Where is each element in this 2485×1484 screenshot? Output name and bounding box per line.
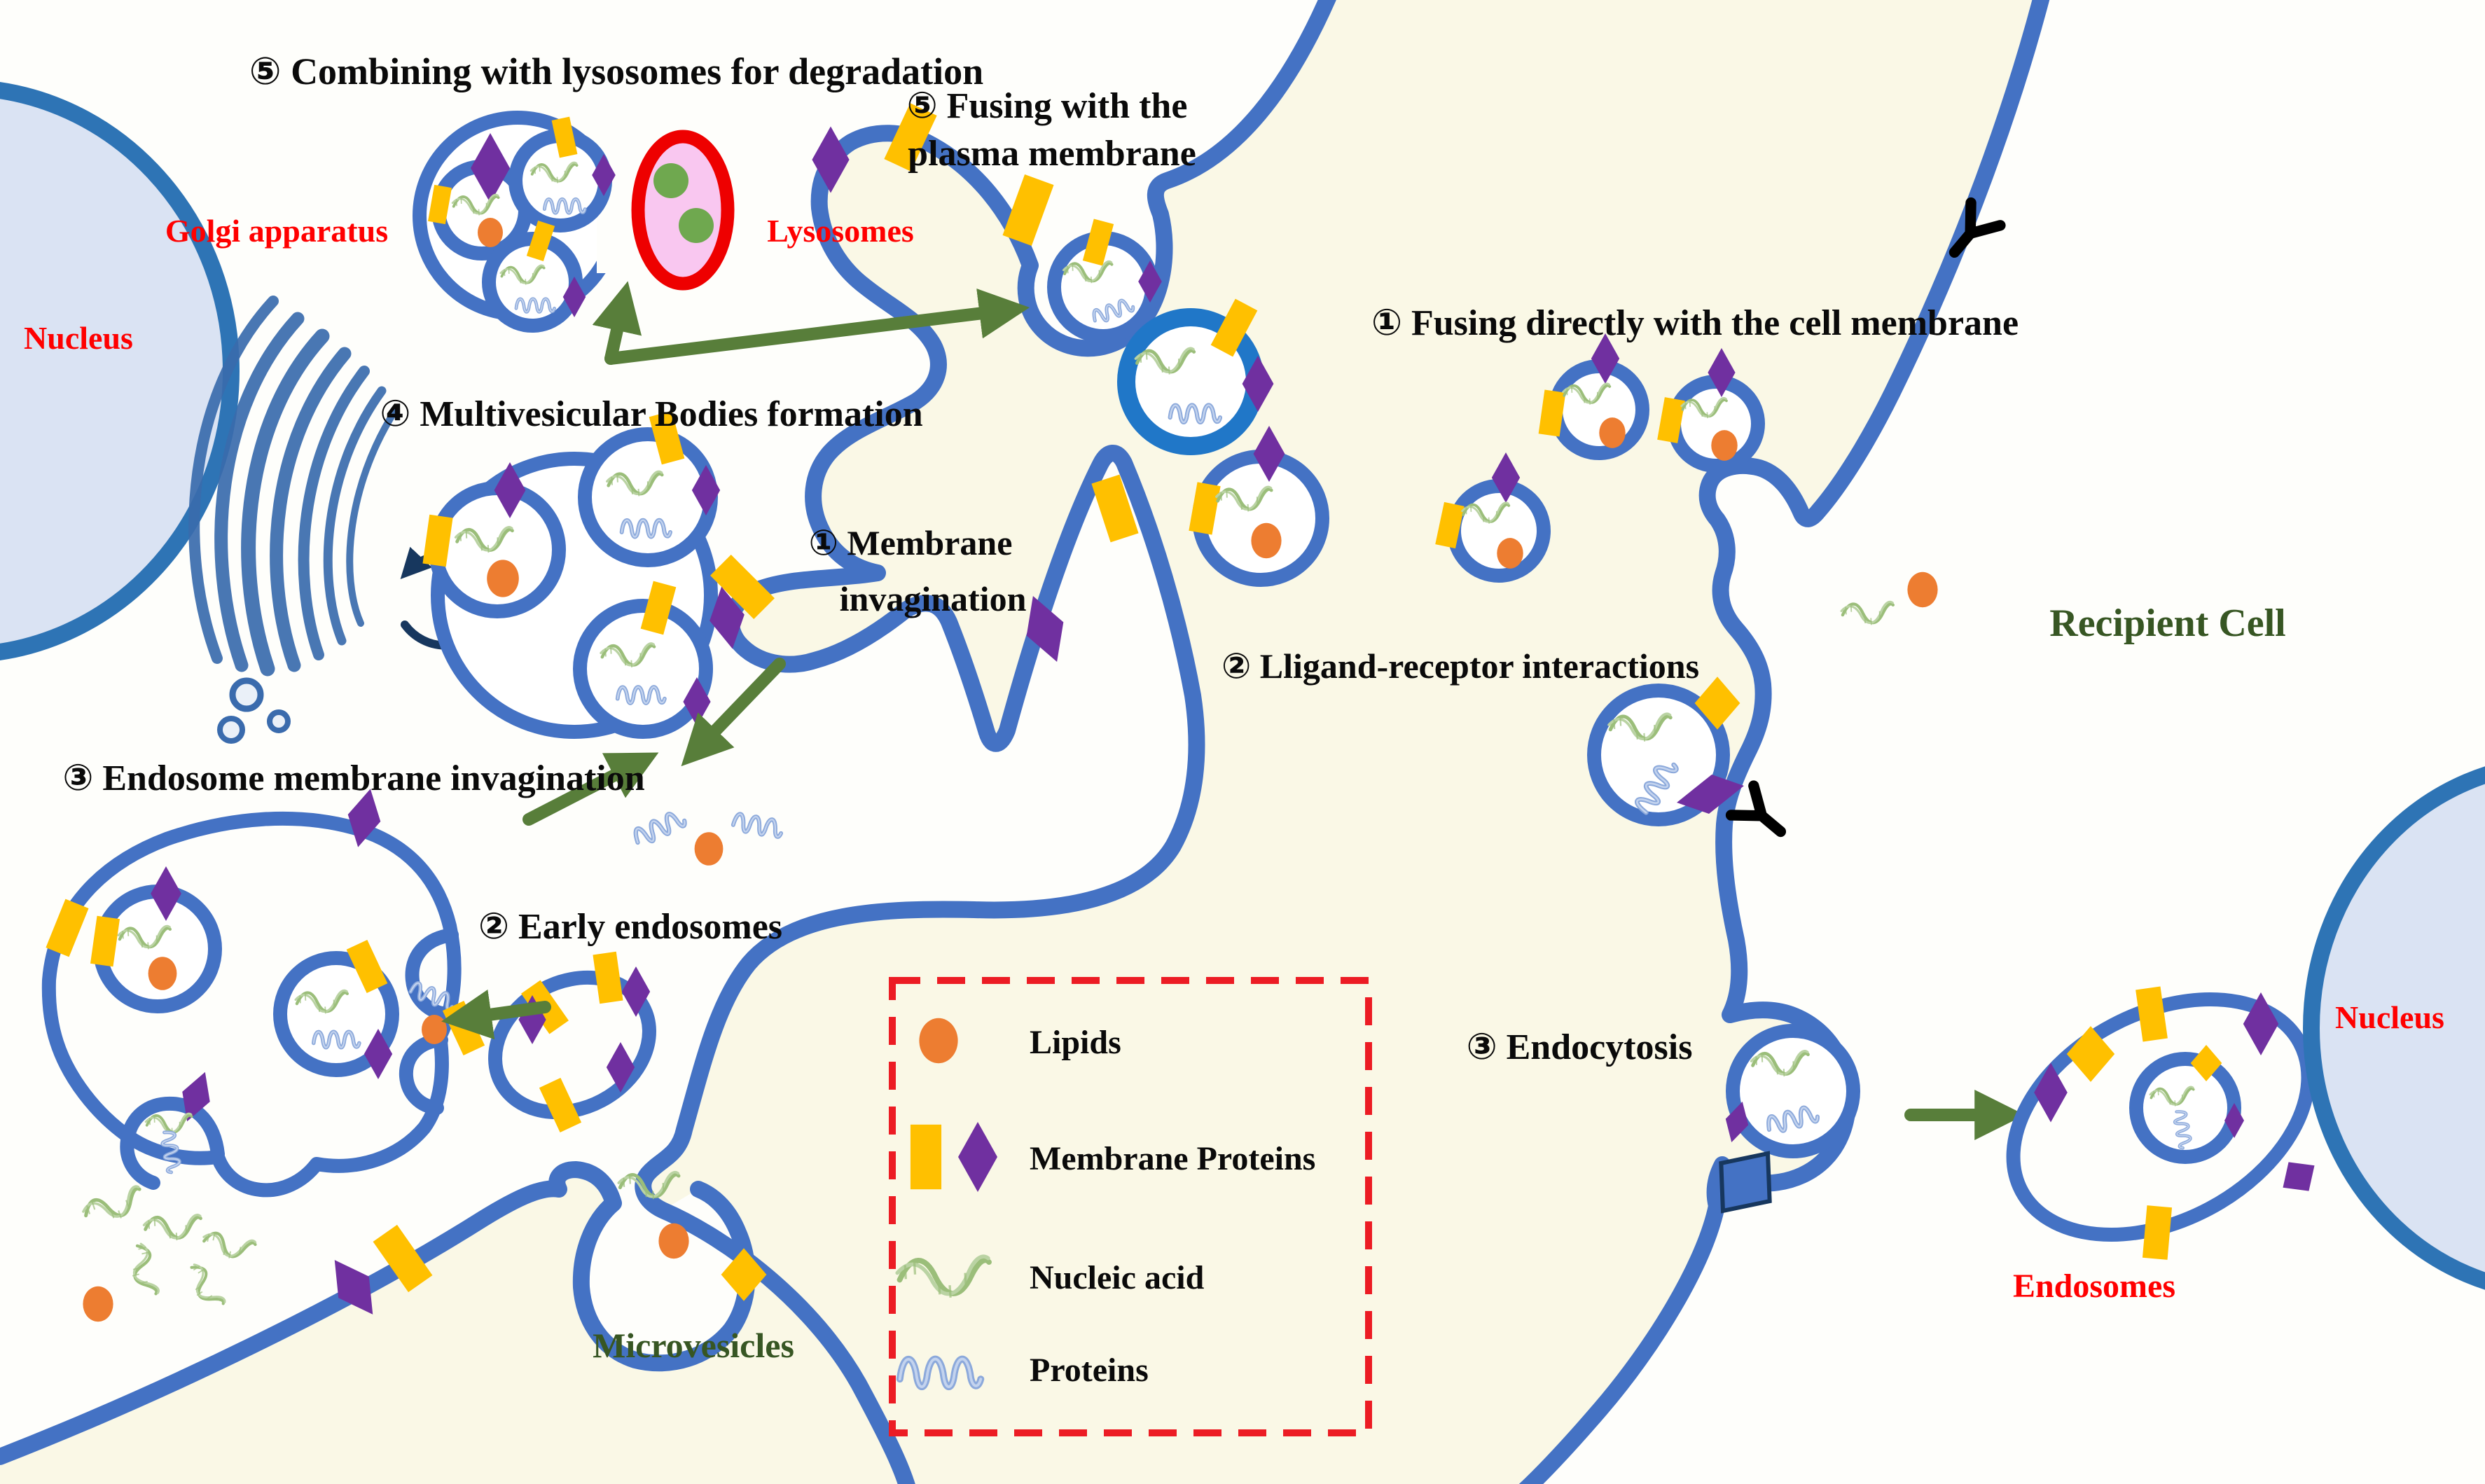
multivesicular-body-main xyxy=(422,410,721,739)
label-microvesicles: Microvesicles xyxy=(593,1326,794,1365)
lipid-icon xyxy=(1907,571,1938,608)
recipient-endosome xyxy=(2006,986,2325,1260)
intraluminal-vesicle xyxy=(2129,1044,2244,1164)
label-early-endosomes: ② Early endosomes xyxy=(478,907,782,947)
endosome-with-membrane-invagination xyxy=(41,785,485,1198)
label-membrane-invagination-line1: ① Membrane xyxy=(809,523,1013,562)
lipid-icon xyxy=(1711,430,1738,461)
exosome-released xyxy=(1189,426,1329,587)
legend-label: Nucleic acid xyxy=(1030,1259,1205,1296)
label-fusing-pm-line2: plasma membrane xyxy=(908,134,1196,174)
golgi-vesicle xyxy=(229,677,264,712)
label-combining-lysosomes: ⑤ Combining with lysosomes for degradati… xyxy=(249,50,983,92)
endosome-invagination-hook xyxy=(405,928,459,1022)
legend-box xyxy=(889,977,1372,1436)
label-endosome-invagination: ③ Endosome membrane invagination xyxy=(62,758,644,798)
donor-cell-membrane-microvesicle-bud xyxy=(0,1161,756,1465)
lipid-icon xyxy=(83,1286,113,1322)
lipid-icon xyxy=(1599,417,1626,448)
label-golgi: Golgi apparatus xyxy=(165,213,388,249)
label-fusing-directly: ① Fusing directly with the cell membrane xyxy=(1371,303,2019,343)
legend-label: Lipids xyxy=(1030,1024,1121,1061)
lipid-icon xyxy=(478,218,503,247)
lipid-icon xyxy=(658,1223,689,1259)
intraluminal-vesicle xyxy=(578,410,721,567)
label-nucleus-right: Nucleus xyxy=(2335,999,2444,1035)
intraluminal-vesicle xyxy=(573,581,713,739)
exosome-ligand-receptor xyxy=(1587,677,1792,846)
arrow-to-plasma-membrane xyxy=(604,288,1030,365)
lysosome-enzyme-dot xyxy=(679,208,714,243)
exosome-fusing-with-plasma-membrane xyxy=(1047,219,1162,343)
intraluminal-vesicle xyxy=(422,462,566,618)
arrow-invagination-to-early-endosome xyxy=(681,658,786,767)
intraluminal-vesicle xyxy=(273,939,399,1079)
membrane-protein-yellow-icon xyxy=(2142,1205,2173,1260)
exosome-released xyxy=(1117,298,1274,455)
intraluminal-vesicle xyxy=(508,116,616,233)
golgi-vesicle xyxy=(267,709,291,733)
label-lysosomes: Lysosomes xyxy=(767,213,914,249)
arrow-early-endosome-to-endosome xyxy=(441,989,551,1040)
golgi-vesicle xyxy=(217,716,245,744)
endosome-invagination-pocket xyxy=(120,1096,225,1190)
legend-membrane-protein-yellow-icon xyxy=(910,1124,942,1190)
legend-label: Membrane Proteins xyxy=(1030,1140,1315,1177)
label-endocytosis: ③ Endocytosis xyxy=(1467,1027,1693,1067)
exosome-fusing-directly xyxy=(1657,348,1765,473)
label-membrane-invagination-line2: invagination xyxy=(840,579,1027,618)
lipid-icon xyxy=(422,1015,447,1044)
lipid-icon xyxy=(1251,522,1282,559)
label-fusing-pm-line1: ⑤ Fusing with the xyxy=(907,86,1188,126)
label-ligand-receptor: ② Lligand-receptor interactions xyxy=(1221,646,1699,686)
legend-label: Proteins xyxy=(1030,1352,1149,1389)
exosome-approaching xyxy=(1435,452,1551,583)
lipid-icon xyxy=(487,560,519,597)
lipid-icon xyxy=(694,832,724,866)
legend: Lipids Membrane Proteins Nucleic acid Pr… xyxy=(889,977,1372,1436)
intraluminal-vesicle xyxy=(482,220,586,333)
label-recipient-cell: Recipient Cell xyxy=(2049,602,2285,645)
arrow-to-mvb xyxy=(522,752,659,826)
lipid-icon xyxy=(148,957,177,990)
endosome-invagination-hook xyxy=(399,1033,448,1115)
lipid-icon xyxy=(1497,538,1523,569)
pathway-arrows xyxy=(441,281,2026,1140)
nucleus-right xyxy=(2303,766,2485,1290)
multivesicular-body-upper xyxy=(413,111,636,333)
label-mvb-formation: ④ Multivesicular Bodies formation xyxy=(380,394,922,434)
lysosome-enzyme-dot xyxy=(653,163,688,198)
clathrin-blue-diamond-icon xyxy=(1719,1151,1772,1214)
label-nucleus-left: Nucleus xyxy=(24,320,133,356)
endocytosis-vesicle xyxy=(1719,1024,1860,1214)
label-endosomes: Endosomes xyxy=(2013,1268,2175,1305)
arrow-to-lysosome xyxy=(592,281,642,365)
intraluminal-vesicle xyxy=(90,866,222,1013)
lysosome xyxy=(631,130,735,291)
golgi-apparatus xyxy=(188,296,399,744)
legend-lipid-icon xyxy=(919,1018,958,1064)
exosome-approaching xyxy=(1538,333,1649,460)
